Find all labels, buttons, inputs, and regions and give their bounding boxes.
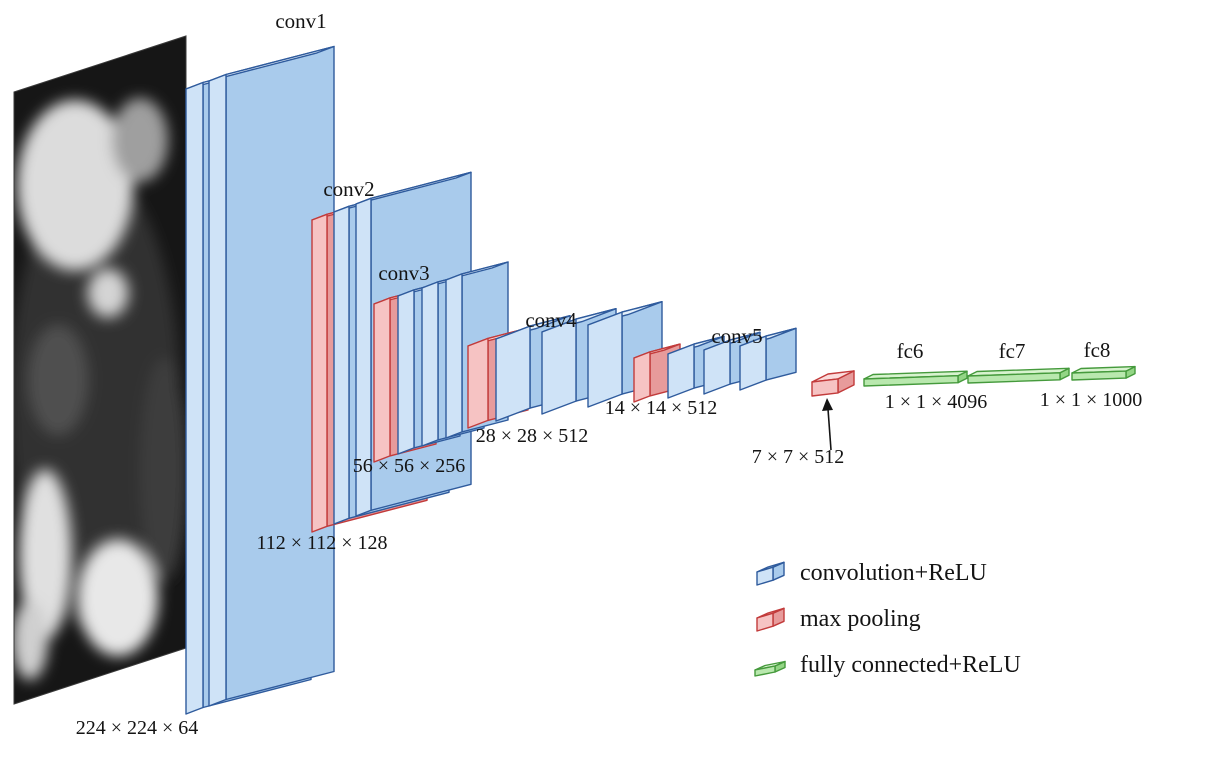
front-face bbox=[467, 337, 489, 429]
label-fc8: fc8 bbox=[1084, 338, 1111, 362]
front-face bbox=[397, 289, 415, 455]
front-face bbox=[333, 205, 350, 525]
front-face bbox=[811, 378, 839, 397]
pool5-box bbox=[811, 370, 855, 397]
pool5-arrow bbox=[822, 398, 833, 451]
layer-labels: conv1 conv2 conv3 conv4 conv5 fc6 fc7 fc… bbox=[275, 9, 1110, 363]
size-labels: 224 × 224 × 64 112 × 112 × 128 56 × 56 ×… bbox=[76, 389, 1143, 739]
fc6-bar bbox=[863, 370, 968, 387]
legend-convolution-swatch-icon bbox=[756, 561, 785, 586]
front-face bbox=[739, 335, 767, 391]
label-conv4: conv4 bbox=[525, 308, 577, 332]
size-label-pool5: 7 × 7 × 512 bbox=[752, 446, 845, 468]
legend-max-pooling-swatch-icon bbox=[756, 607, 785, 632]
front-face bbox=[587, 311, 623, 408]
front-face bbox=[1071, 370, 1127, 381]
label-conv2: conv2 bbox=[323, 177, 374, 201]
front-face bbox=[967, 372, 1061, 384]
legend-label-convolution: convolution+ReLU bbox=[800, 560, 987, 586]
fc7-bar bbox=[967, 367, 1070, 384]
front-face bbox=[445, 273, 463, 439]
front-face bbox=[495, 325, 531, 422]
size-label-conv5: 14 × 14 × 512 bbox=[605, 397, 718, 419]
label-conv5: conv5 bbox=[711, 324, 762, 348]
front-face bbox=[667, 343, 695, 399]
front-face bbox=[541, 318, 577, 415]
front-face bbox=[421, 281, 439, 447]
conv5-layer-3 bbox=[739, 327, 797, 391]
legend-label-fully-connected: fully connected+ReLU bbox=[800, 652, 1021, 678]
front-face bbox=[373, 297, 391, 463]
front-face bbox=[311, 213, 328, 533]
size-label-fc6-fc7: 1 × 1 × 4096 bbox=[885, 391, 988, 413]
label-fc7: fc7 bbox=[999, 339, 1026, 363]
front-face bbox=[633, 351, 651, 403]
label-conv1: conv1 bbox=[275, 9, 326, 33]
legend-fully-connected-swatch-icon bbox=[754, 660, 786, 677]
front-face bbox=[208, 73, 227, 707]
size-label-conv4: 28 × 28 × 512 bbox=[476, 425, 589, 447]
conv1-layer-2 bbox=[208, 45, 335, 707]
front-face bbox=[863, 375, 959, 387]
legend-icons bbox=[754, 561, 786, 677]
front-face bbox=[754, 665, 776, 677]
front-face bbox=[355, 197, 372, 517]
input-image-content bbox=[14, 98, 186, 680]
size-label-conv3: 56 × 56 × 256 bbox=[353, 455, 466, 477]
fc8-bar bbox=[1071, 365, 1136, 381]
network-boxes bbox=[185, 45, 1136, 715]
size-label-fc8: 1 × 1 × 1000 bbox=[1040, 389, 1143, 411]
input-image bbox=[13, 35, 187, 705]
size-label-conv1: 224 × 224 × 64 bbox=[76, 717, 199, 739]
label-fc6: fc6 bbox=[897, 339, 924, 363]
front-face bbox=[185, 81, 204, 715]
legend-labels: convolution+ReLU max pooling fully conne… bbox=[800, 560, 1021, 678]
front-face bbox=[756, 612, 774, 632]
front-face bbox=[703, 339, 731, 395]
legend-label-max-pooling: max pooling bbox=[800, 606, 921, 632]
front-face bbox=[756, 566, 774, 586]
label-conv3: conv3 bbox=[378, 261, 429, 285]
size-label-conv2: 112 × 112 × 128 bbox=[256, 532, 387, 554]
